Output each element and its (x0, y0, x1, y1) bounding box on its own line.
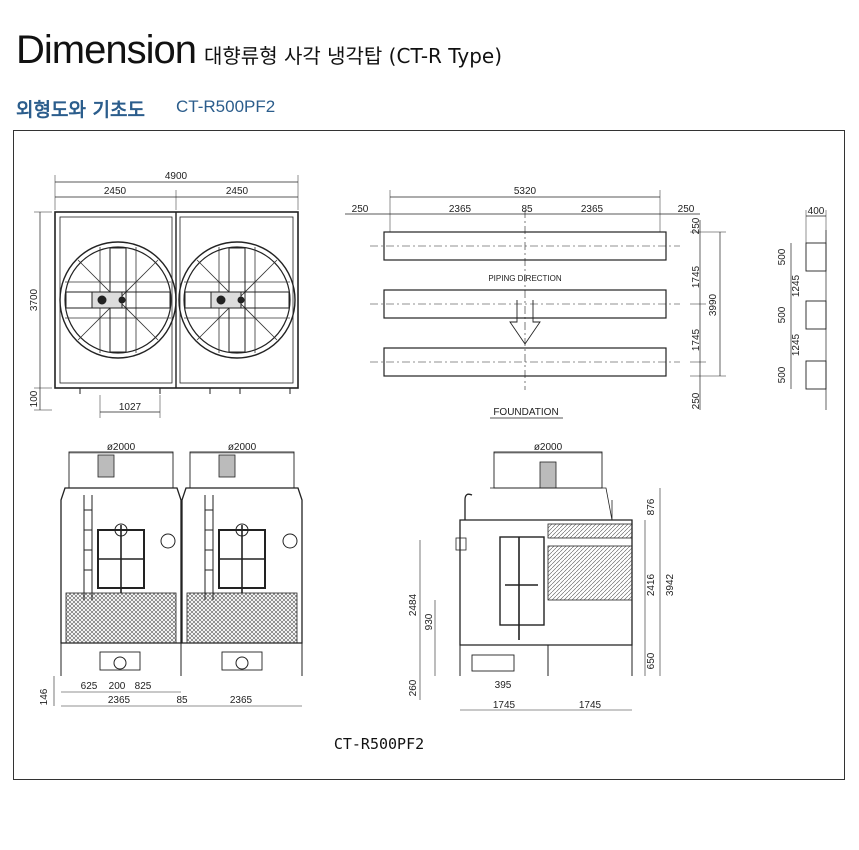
dim-side-total: 3942 (665, 573, 676, 596)
dim-fp-right-top: 250 (691, 217, 702, 234)
drawing-frame (13, 130, 845, 780)
dim-fp-center: 85 (521, 204, 533, 215)
dim-side-fill: 2416 (646, 573, 657, 596)
dim-side-leg: 650 (646, 652, 657, 669)
dim-fp-span-right: 2365 (581, 204, 604, 215)
dim-top-overall: 4900 (165, 171, 188, 182)
dim-fp-right-mid1: 1745 (691, 265, 702, 288)
dim-fd-pad2: 500 (777, 306, 788, 323)
dim-side-width-left: 1745 (493, 700, 516, 711)
top-view (34, 175, 299, 418)
dim-top-offset: 1027 (119, 402, 142, 413)
dim-front-base-height: 146 (39, 688, 50, 705)
dim-side-width-right: 1745 (579, 700, 602, 711)
section-model: CT-R500PF2 (176, 97, 276, 116)
dim-fd-gap1: 1245 (791, 274, 802, 297)
dim-front-diameter-right: ø2000 (228, 442, 257, 453)
front-view (53, 451, 303, 707)
dim-front-diameter-left: ø2000 (107, 442, 136, 453)
dim-side-top: 876 (646, 498, 657, 515)
dim-side-diameter: ø2000 (534, 442, 563, 453)
dim-front-b: 200 (109, 681, 126, 692)
dim-fp-edge-left: 250 (352, 204, 369, 215)
dim-front-width-left: 2365 (108, 695, 131, 706)
foundation-plan (345, 190, 726, 419)
dim-top-half-left: 2450 (104, 186, 127, 197)
dim-side-outlet: 930 (424, 613, 435, 630)
dim-fp-span-left: 2365 (449, 204, 472, 215)
dim-fp-right-mid2: 1745 (691, 328, 702, 351)
dim-side-bottom: 260 (408, 679, 419, 696)
dim-top-height: 3700 (29, 288, 40, 311)
dim-front-gap: 85 (176, 695, 188, 706)
dim-fp-right-bottom: 250 (691, 392, 702, 409)
section-title: 외형도와 기초도 (16, 99, 145, 121)
dim-fp-edge-right: 250 (678, 204, 695, 215)
foundation-label: FOUNDATION (493, 407, 558, 418)
dim-fd-pad3: 500 (777, 366, 788, 383)
page-subtitle: 대향류형 사각 냉각탑 (CT-R Type) (204, 44, 503, 68)
dim-side-pipe: 395 (495, 680, 512, 691)
dim-front-c: 825 (135, 681, 152, 692)
dim-fp-overall: 5320 (514, 186, 537, 197)
dim-top-half-right: 2450 (226, 186, 249, 197)
dim-front-a: 625 (81, 681, 98, 692)
foundation-detail (790, 210, 827, 410)
dim-side-inlet: 2484 (408, 593, 419, 616)
dim-fd-gap2: 1245 (791, 333, 802, 356)
dim-fd-width: 400 (808, 206, 825, 217)
side-view (419, 451, 661, 711)
dim-front-width-right: 2365 (230, 695, 253, 706)
dim-fd-pad1: 500 (777, 248, 788, 265)
dim-fp-right-total: 3990 (708, 293, 719, 316)
drawing-model-label: CT-R500PF2 (334, 735, 424, 753)
page-title: Dimension (16, 28, 197, 72)
dim-top-base: 100 (29, 390, 40, 407)
piping-direction-label: PIPING DIRECTION (488, 274, 562, 283)
